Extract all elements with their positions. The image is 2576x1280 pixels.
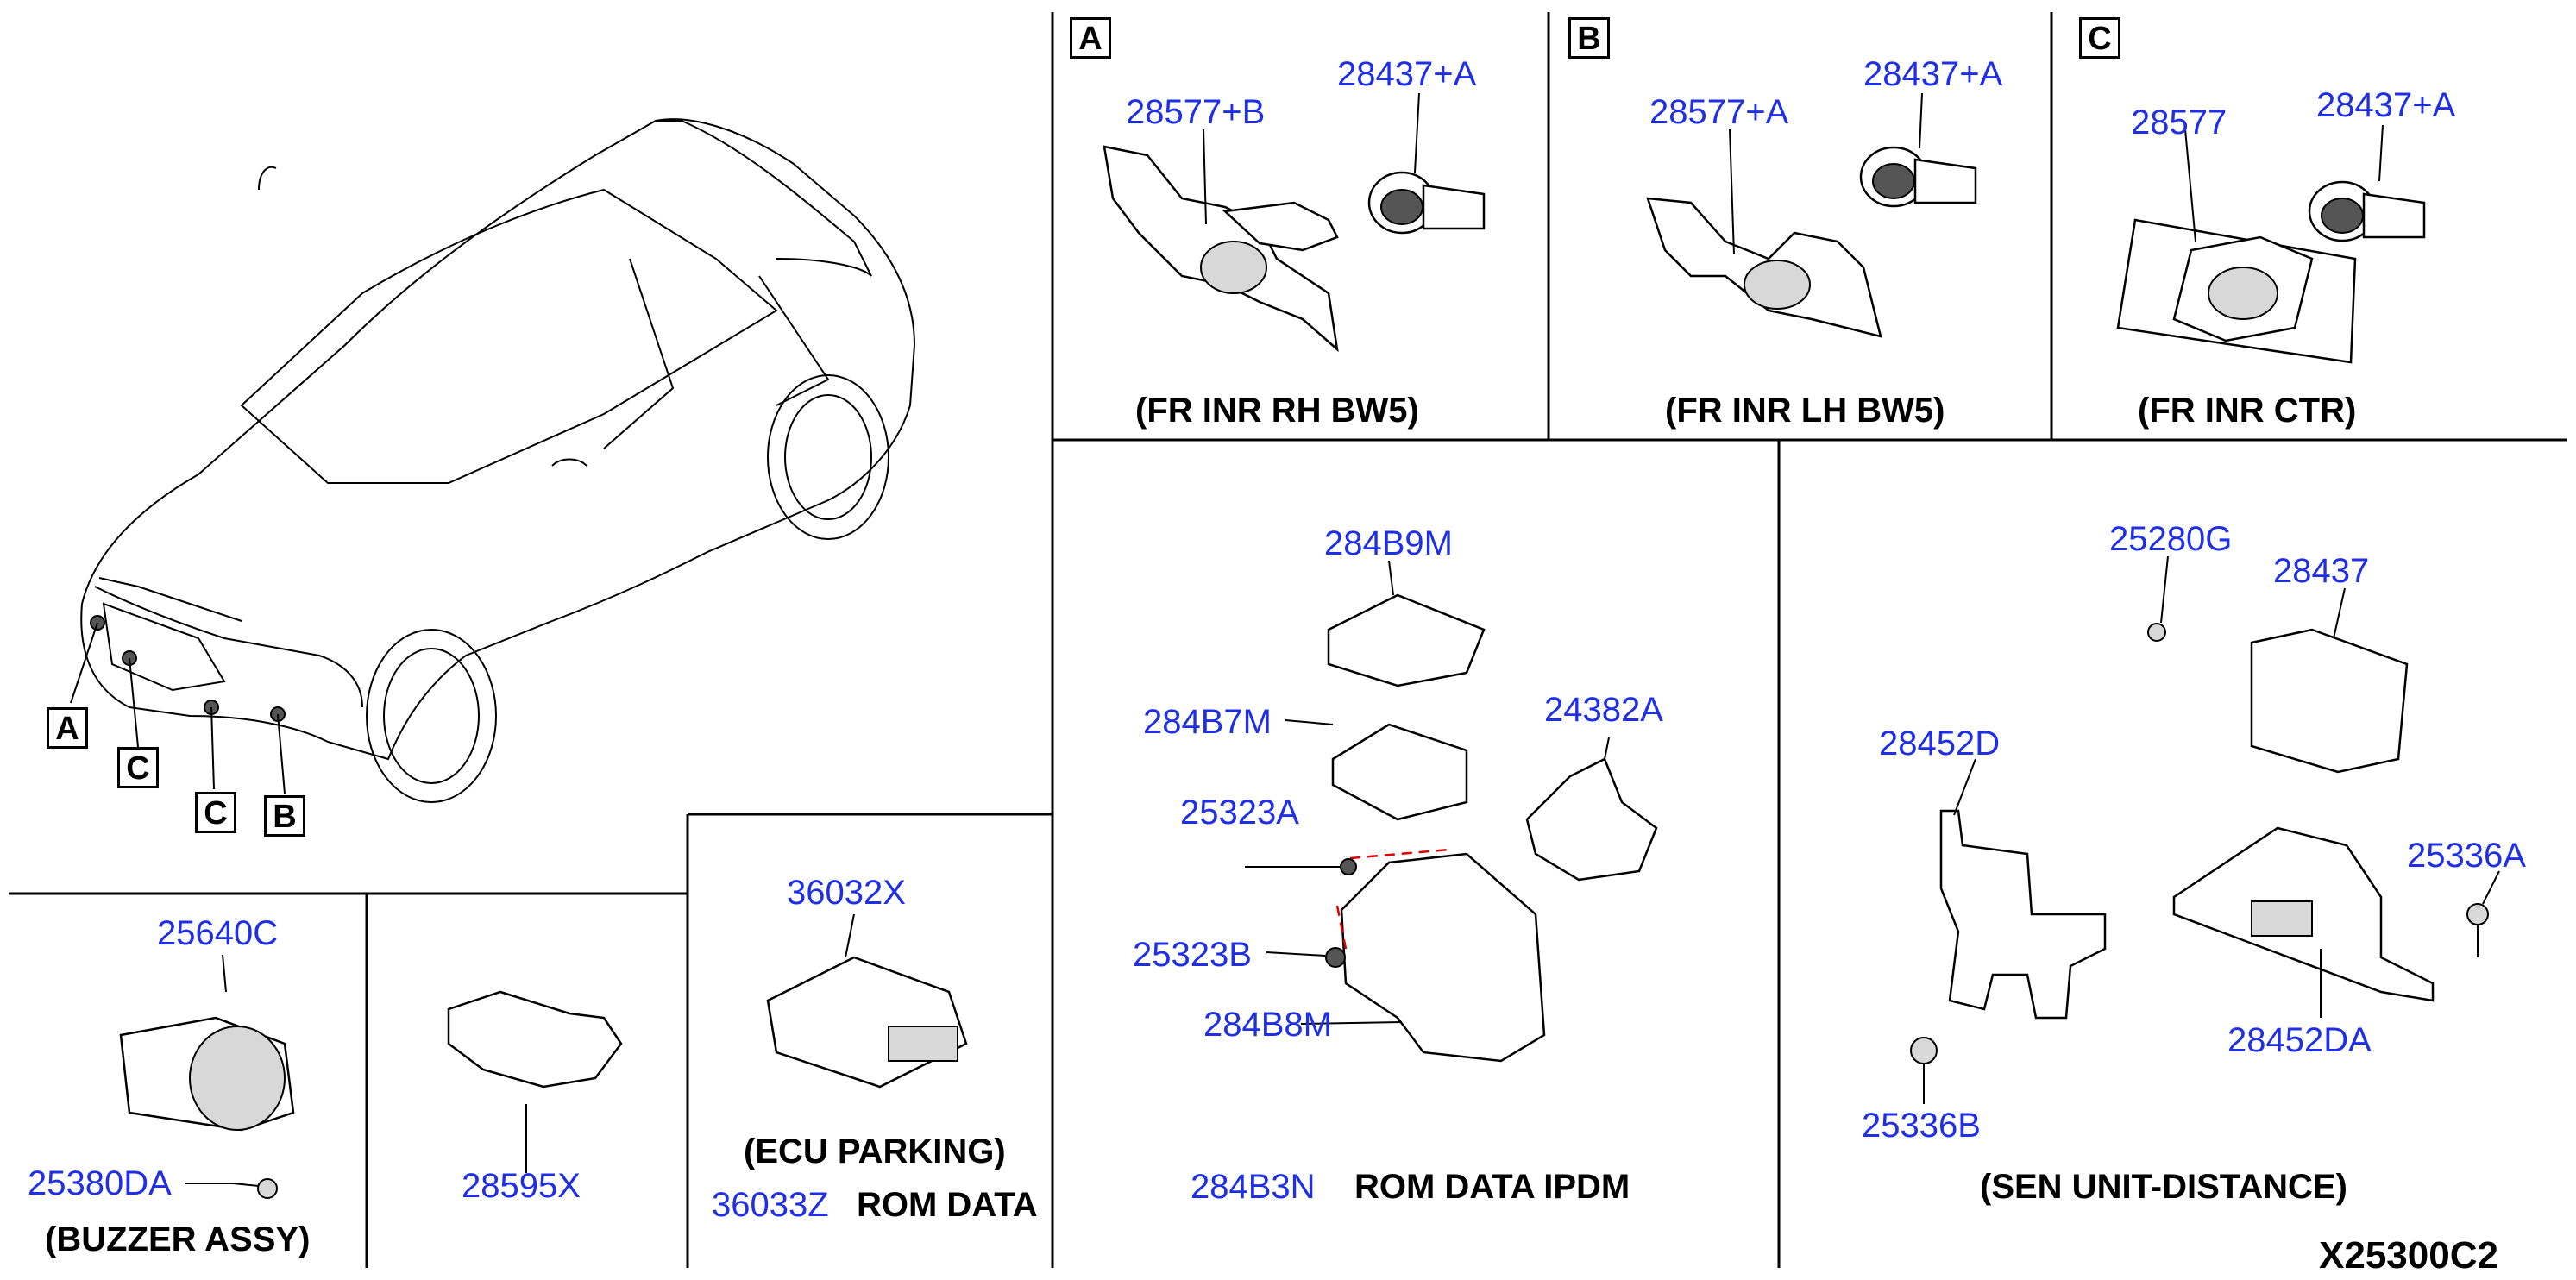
- part-label-28437a-panel-c: 28437+A: [2316, 86, 2456, 124]
- panel-dividers: [9, 12, 2567, 1268]
- ecu-rom-data-label: ROM DATA: [857, 1186, 1038, 1224]
- part-label-25336a: 25336A: [2407, 837, 2526, 875]
- part-label-28437a-panel-a: 28437+A: [1337, 55, 1477, 93]
- panel-c-letter: C: [2079, 17, 2120, 59]
- ipdm-rom-data-label: ROM DATA IPDM: [1354, 1168, 1630, 1206]
- part-label-28577: 28577: [2131, 104, 2227, 141]
- diagram-reference-code: X25300C2: [2319, 1234, 2498, 1277]
- ecu-parts: [766, 913, 968, 1089]
- part-label-36032x: 36032X: [787, 874, 906, 912]
- sensor-unit-parts: [1910, 555, 2500, 1104]
- part-label-28577a: 28577+A: [1649, 93, 1789, 131]
- vehicle-illustration: [70, 118, 916, 803]
- part-label-284b3n: 284B3N: [1191, 1168, 1316, 1206]
- bracket-parts: [447, 990, 623, 1173]
- part-label-284b8m: 284B8M: [1203, 1006, 1332, 1044]
- part-label-28437a-panel-b: 28437+A: [1863, 55, 2003, 93]
- callout-box-c-left: C: [117, 747, 159, 788]
- callout-box-c-right: C: [195, 792, 236, 833]
- panel-c-parts: [2116, 124, 2426, 364]
- panel-b-letter: B: [1568, 17, 1610, 59]
- callout-box-b: B: [264, 795, 305, 837]
- panel-b-parts: [1646, 92, 1977, 338]
- sensor-unit-caption: (SEN UNIT-DISTANCE): [1980, 1168, 2347, 1206]
- buzzer-caption: (BUZZER ASSY): [45, 1220, 311, 1258]
- part-label-24382a: 24382A: [1544, 691, 1663, 729]
- part-label-284b7m: 284B7M: [1143, 703, 1272, 741]
- part-label-25323a: 25323A: [1180, 794, 1299, 831]
- part-label-284b9m: 284B9M: [1324, 524, 1453, 562]
- part-label-28577b: 28577+B: [1126, 93, 1266, 131]
- part-label-28437: 28437: [2273, 552, 2370, 590]
- part-label-28452da: 28452DA: [2227, 1021, 2372, 1059]
- panel-a-caption: (FR INR RH BW5): [1135, 392, 1419, 430]
- part-label-25640c: 25640C: [157, 914, 279, 952]
- part-label-25336b: 25336B: [1862, 1107, 1981, 1145]
- part-label-25380da: 25380DA: [28, 1164, 172, 1202]
- panel-b-caption: (FR INR LH BW5): [1665, 392, 1945, 430]
- panel-c-caption: (FR INR CTR): [2138, 392, 2357, 430]
- panel-a-letter: A: [1070, 17, 1111, 59]
- callout-box-a: A: [47, 707, 88, 749]
- ipdm-parts: [1245, 560, 1658, 1063]
- part-label-28595x: 28595X: [462, 1167, 581, 1205]
- ecu-caption: (ECU PARKING): [744, 1133, 1006, 1170]
- part-label-25280g: 25280G: [2109, 520, 2233, 558]
- buzzer-parts: [119, 954, 295, 1199]
- part-label-25323b: 25323B: [1133, 936, 1252, 974]
- part-label-36033z: 36033Z: [712, 1186, 829, 1224]
- panel-a-parts: [1103, 92, 1486, 353]
- part-label-28452d: 28452D: [1879, 725, 2001, 762]
